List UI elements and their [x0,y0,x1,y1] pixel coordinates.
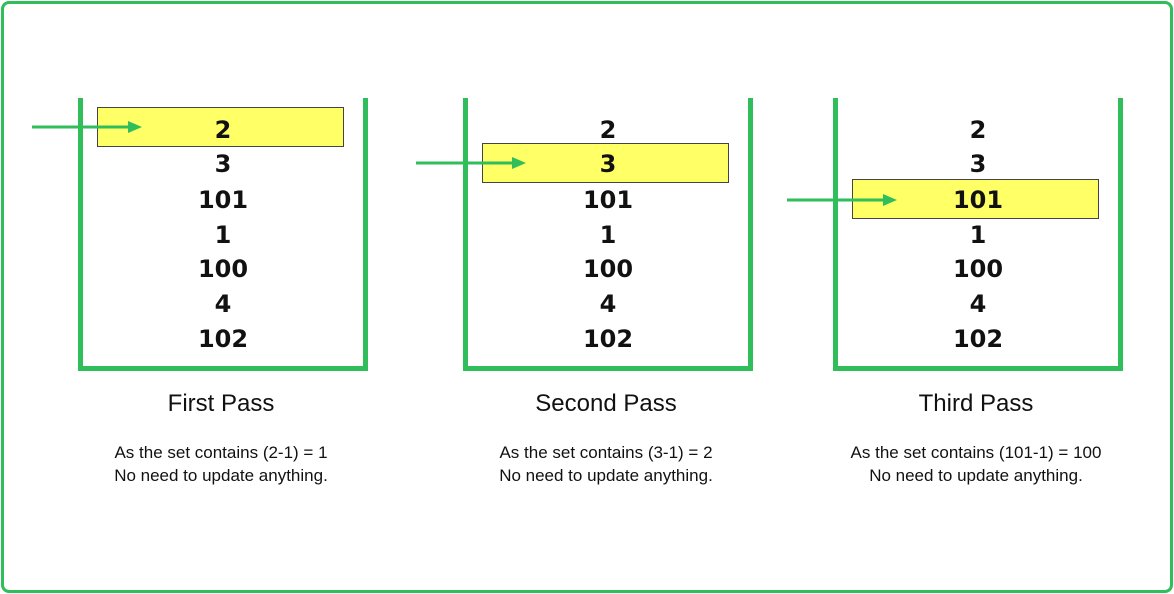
set-item: 101 [952,186,1004,214]
pass-description-line1: As the set contains (2-1) = 1 [114,443,328,462]
pass-description-line2: No need to update anything. [114,466,328,485]
set-item: 2 [214,116,232,144]
set-item: 102 [197,325,249,353]
set-item: 2 [599,116,617,144]
set-container: 2 3 101 1 100 4 102 [463,98,753,371]
set-item: 1 [214,221,232,249]
panel-second-pass: 2 3 101 1 100 4 102 Second Pass As the s… [385,0,775,594]
pass-title: Second Pass [535,390,677,417]
pass-description-line2: No need to update anything. [499,466,713,485]
set-item: 101 [197,186,249,214]
pass-description-line1: As the set contains (3-1) = 2 [499,443,713,462]
set-item: 101 [582,186,634,214]
pass-title: Third Pass [918,390,1034,417]
set-item: 3 [214,150,232,178]
set-item: 4 [969,290,987,318]
set-item: 102 [952,325,1004,353]
set-container: 2 3 101 1 100 4 102 [833,98,1123,371]
set-item: 102 [582,325,634,353]
set-item: 1 [599,221,617,249]
set-item: 1 [969,221,987,249]
set-item: 100 [582,255,634,283]
set-item: 3 [599,150,617,178]
panel-first-pass: 2 3 101 1 100 4 102 First Pass As the se… [0,0,390,594]
set-item: 4 [599,290,617,318]
pass-title: First Pass [167,390,275,417]
set-item: 2 [969,116,987,144]
highlight-box [482,143,729,183]
set-item: 100 [952,255,1004,283]
set-item: 3 [969,150,987,178]
set-container: 2 3 101 1 100 4 102 [78,98,368,371]
set-item: 100 [197,255,249,283]
pass-description-line2: No need to update anything. [869,466,1083,485]
panel-third-pass: 2 3 101 1 100 4 102 Third Pass As the se… [755,0,1145,594]
pass-description-line1: As the set contains (101-1) = 100 [850,443,1102,462]
set-item: 4 [214,290,232,318]
